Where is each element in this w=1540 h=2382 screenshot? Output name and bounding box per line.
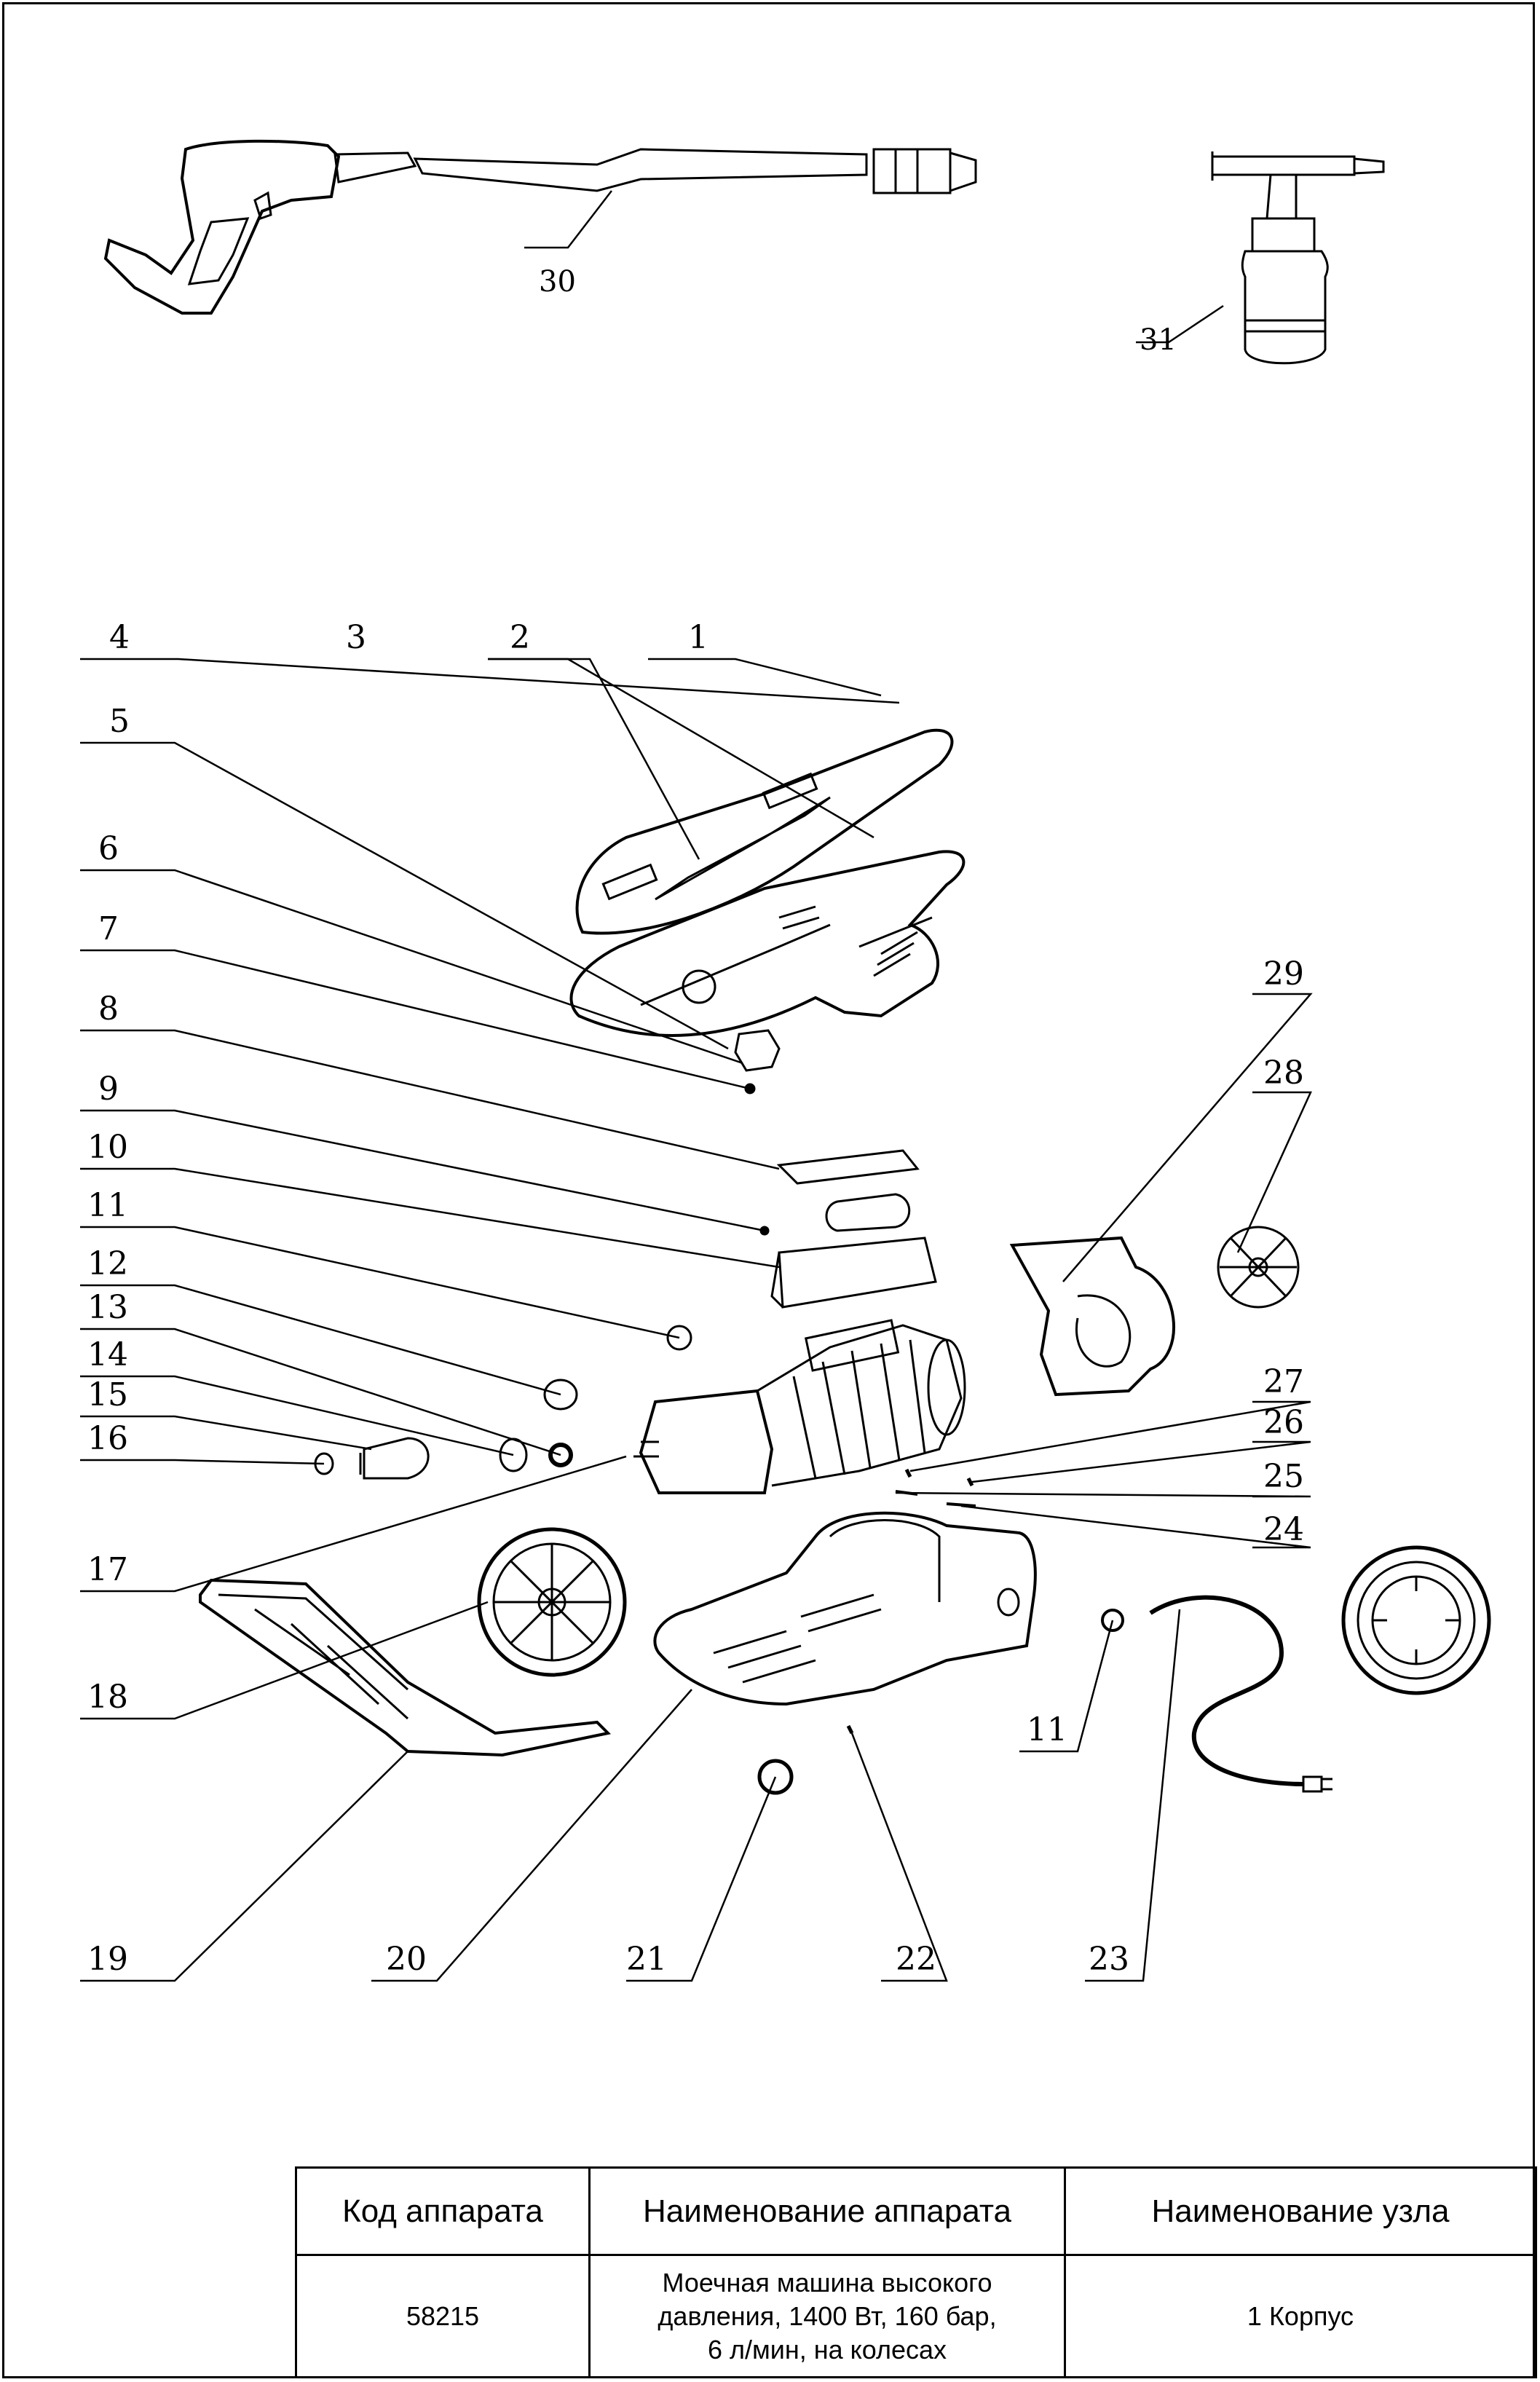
nut-part-11b: [1101, 1609, 1124, 1632]
callout-1: 1: [688, 619, 708, 656]
callout-numbers: 30 31 1 2 3 4 5 6 7 8 9 10 11 12 13 14 1…: [87, 265, 1304, 1978]
callout-25: 25: [1263, 1458, 1304, 1495]
callout-31: 31: [1140, 323, 1177, 357]
callout-12: 12: [87, 1245, 128, 1282]
device-name-line-2: давления, 1400 Вт, 160 бар,: [658, 2300, 997, 2331]
callout-14: 14: [87, 1336, 128, 1373]
callout-11b: 11: [1027, 1711, 1067, 1748]
callout-27: 27: [1263, 1363, 1304, 1400]
callout-2: 2: [510, 619, 530, 656]
plug: [1302, 1775, 1332, 1793]
assembly-name: 1 Корпус: [1064, 2254, 1537, 2378]
power-cord-part-23: [1149, 1595, 1304, 1786]
device-name-line-3: 6 л/мин, на колесах: [707, 2334, 947, 2365]
callout-26: 26: [1263, 1404, 1304, 1441]
callout-18: 18: [87, 1679, 128, 1716]
callout-10: 10: [87, 1129, 128, 1166]
base-plate-part-19: [199, 1578, 612, 1757]
spring-part-13: [548, 1443, 573, 1467]
callout-4: 4: [109, 619, 130, 656]
callout-6: 6: [98, 830, 119, 867]
fan-cover-part-29: [1009, 1236, 1175, 1397]
device-code: 58215: [295, 2254, 591, 2378]
callout-3: 3: [346, 619, 366, 656]
spray-gun-lance-part-30: [103, 139, 977, 315]
housing-lower-part-20: [653, 1511, 1037, 1706]
screw-part-22: [846, 1724, 854, 1735]
cap-part-12: [543, 1379, 578, 1411]
callout-16: 16: [87, 1420, 128, 1457]
plate-part-8: [776, 1149, 920, 1185]
wheel-part-18: [477, 1527, 627, 1677]
callout-5: 5: [109, 703, 130, 740]
callout-13: 13: [87, 1289, 128, 1326]
callout-22: 22: [896, 1941, 936, 1978]
fan-part-28: [1217, 1226, 1300, 1309]
callout-19: 19: [87, 1941, 128, 1978]
callout-15: 15: [87, 1376, 128, 1413]
callout-8: 8: [98, 990, 119, 1028]
cylinder-part-9: [825, 1193, 911, 1232]
motor-pump-part-17: [633, 1319, 966, 1494]
nut-part-21: [757, 1759, 794, 1795]
header-code: Код аппарата: [295, 2166, 591, 2256]
callout-24: 24: [1263, 1511, 1304, 1548]
nut-part-11: [666, 1325, 692, 1351]
foam-bottle-part-31: [1211, 151, 1385, 365]
device-name-line-1: Моечная машина высокого: [662, 2267, 992, 2298]
callout-29: 29: [1263, 955, 1304, 993]
callout-11: 11: [87, 1187, 128, 1224]
connector-part-15: [359, 1437, 430, 1480]
top-cover-part-3: [575, 728, 954, 935]
housing-upper-part-2: [569, 850, 966, 1037]
box-part-10: [770, 1237, 937, 1309]
title-block: Код аппарата Наименование аппарата Наиме…: [295, 2166, 1537, 2378]
callout-21: 21: [626, 1941, 667, 1978]
header-assembly: Наименование узла: [1064, 2166, 1537, 2256]
callout-17: 17: [87, 1551, 128, 1588]
callout-28: 28: [1263, 1054, 1304, 1092]
hose-reel-ring: [1341, 1545, 1491, 1695]
callout-9: 9: [98, 1070, 119, 1108]
leader-lines: [80, 190, 1313, 1982]
callout-7: 7: [98, 910, 119, 947]
callout-23: 23: [1089, 1941, 1129, 1978]
callout-20: 20: [386, 1941, 427, 1978]
fitting-part-6: [734, 1029, 781, 1072]
header-device-name: Наименование аппарата: [588, 2166, 1066, 2256]
callout-30: 30: [539, 265, 576, 299]
device-name: Моечная машина высокого давления, 1400 В…: [588, 2254, 1066, 2378]
